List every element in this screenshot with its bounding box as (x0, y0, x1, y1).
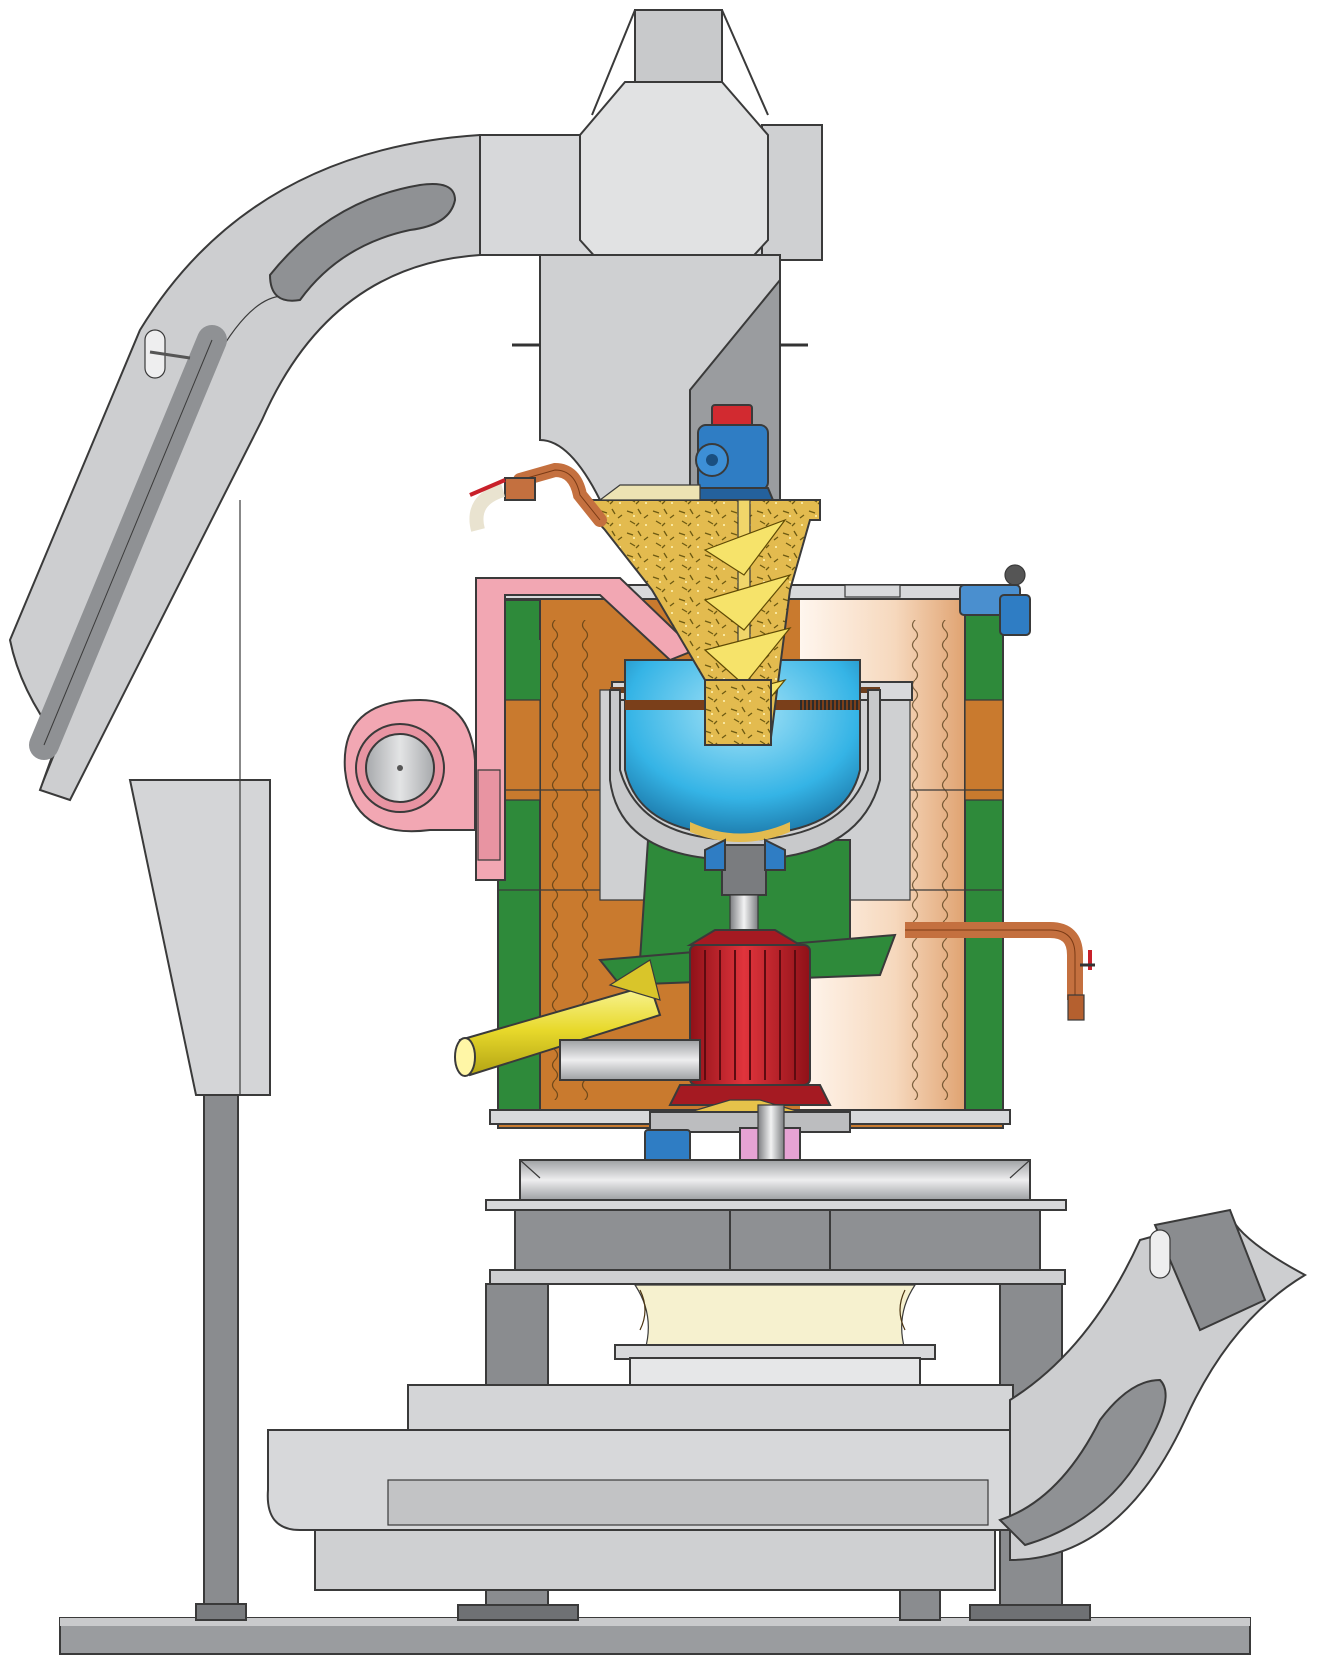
top-hopper (479, 9, 823, 501)
infeed-chute (8, 134, 521, 1621)
drain-pipe (905, 922, 1095, 1021)
discharge-tube (454, 959, 701, 1081)
collection-bag (614, 1284, 936, 1387)
gear-motor (692, 404, 777, 506)
floor-plate (59, 1617, 1251, 1655)
screw-feeder (575, 484, 821, 746)
inlet-valve (469, 462, 607, 532)
top-fittings (844, 564, 1031, 636)
outlet-conveyor (266, 1208, 1308, 1621)
main-motor (668, 894, 832, 1113)
fan-blower (343, 577, 697, 881)
